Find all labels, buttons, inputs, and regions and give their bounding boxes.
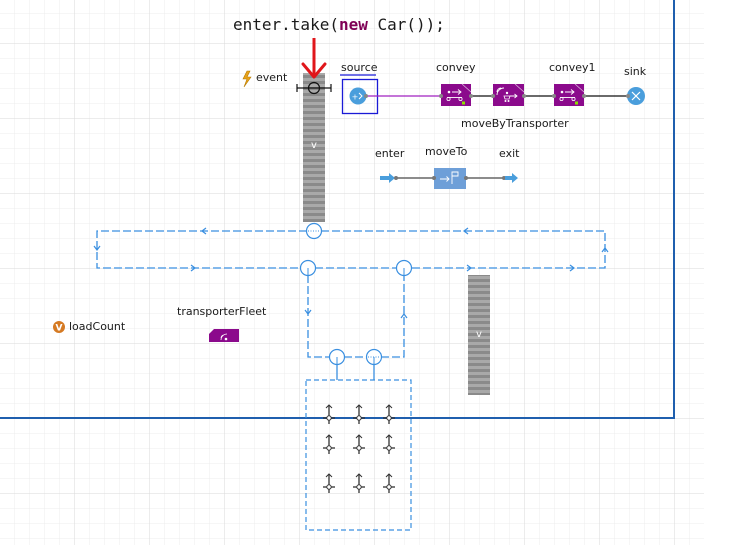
lightning-icon[interactable] — [242, 70, 252, 88]
path-direction-arrows — [93, 227, 609, 319]
conveyor-strip-main[interactable]: v — [303, 73, 325, 222]
code-annotation: enter.take(new Car()); — [233, 15, 445, 34]
event-label[interactable]: event — [256, 71, 288, 84]
attractor-icon[interactable] — [383, 404, 395, 424]
transporter-fleet-label[interactable]: transporterFleet — [177, 305, 267, 318]
attractor-icon[interactable] — [323, 404, 335, 424]
path-up-right — [381, 275, 405, 358]
code-prefix: enter.take( — [233, 15, 339, 34]
move-to-label[interactable]: moveTo — [425, 145, 468, 158]
svg-text:V: V — [56, 324, 63, 334]
convey1-label[interactable]: convey1 — [549, 61, 596, 74]
source-block[interactable]: + — [349, 87, 369, 105]
source-label[interactable]: source — [341, 61, 378, 74]
sink-block[interactable] — [626, 87, 645, 105]
exit-label[interactable]: exit — [499, 147, 520, 160]
attractor-icon[interactable] — [383, 434, 395, 454]
path-to-area — [336, 365, 375, 380]
convey1-block[interactable] — [552, 83, 586, 106]
attractor-icon[interactable] — [383, 473, 395, 493]
parking-area[interactable] — [305, 379, 412, 531]
load-count-label[interactable]: loadCount — [69, 320, 126, 333]
code-keyword: new — [338, 15, 368, 34]
attractor-icon[interactable] — [323, 434, 335, 454]
variable-icon[interactable]: V — [53, 321, 65, 334]
conveyor-strip-side[interactable]: v — [468, 275, 490, 395]
enter-label[interactable]: enter — [375, 147, 405, 160]
convey-block[interactable] — [439, 83, 473, 106]
move-by-transporter-label[interactable]: moveByTransporter — [461, 117, 569, 130]
move-by-transporter-block[interactable] — [491, 83, 526, 106]
move-to-block[interactable] — [432, 168, 468, 189]
frame-boundary — [0, 0, 675, 419]
grid — [0, 0, 704, 545]
conveyor-direction-glyph: v — [476, 329, 482, 340]
path-down-left — [307, 275, 329, 358]
attractor-icon[interactable] — [353, 434, 365, 454]
conveyor-direction-glyph: v — [311, 140, 317, 151]
sink-label[interactable]: sink — [624, 65, 647, 78]
enter-block[interactable] — [380, 173, 398, 183]
annotation-arrow — [301, 38, 327, 79]
path-loop-right — [321, 230, 606, 269]
attractors — [323, 404, 395, 493]
attractor-icon[interactable] — [353, 473, 365, 493]
convey-label[interactable]: convey — [436, 61, 476, 74]
svg-text:+: + — [352, 93, 359, 102]
code-suffix: Car()); — [367, 15, 445, 34]
conveyor-station[interactable] — [296, 81, 332, 95]
attractor-icon[interactable] — [353, 404, 365, 424]
exit-block[interactable] — [502, 173, 518, 183]
attractor-icon[interactable] — [323, 473, 335, 493]
fleet-icon[interactable] — [209, 329, 239, 342]
